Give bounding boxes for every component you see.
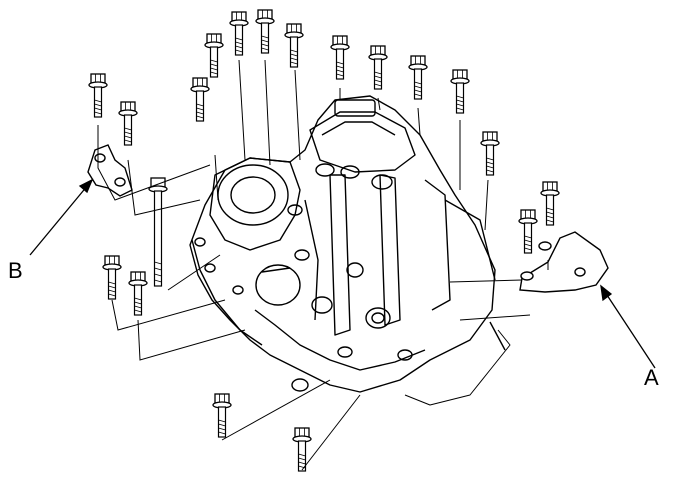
bolt-icon [518, 209, 538, 254]
bolt-icon [450, 69, 470, 114]
long-bolt-icon [148, 177, 168, 287]
callout-label-a: A [644, 365, 659, 390]
transmission-housing [189, 95, 511, 406]
bolt-icon [284, 23, 304, 68]
bracket-a [519, 231, 609, 293]
bolt-icon [190, 77, 210, 122]
bolt-group [88, 9, 560, 472]
leader-lines [97, 59, 549, 471]
callout-arrows [29, 178, 656, 369]
bolt-icon [540, 181, 560, 226]
callout-label-b: B [8, 258, 23, 283]
bolt-icon [408, 55, 428, 100]
bracket-b [87, 144, 133, 197]
bolt-icon [128, 271, 148, 316]
bolt-icon [204, 33, 224, 78]
bolt-icon [88, 73, 108, 118]
bolt-icon [368, 45, 388, 90]
bolt-icon [292, 427, 312, 472]
bolt-icon [118, 101, 138, 146]
bolt-icon [255, 9, 275, 54]
bolt-icon [480, 131, 500, 176]
bolt-icon [212, 393, 232, 438]
bolt-icon [102, 255, 122, 300]
bolt-icon [330, 35, 350, 80]
bolt-icon [229, 11, 249, 56]
